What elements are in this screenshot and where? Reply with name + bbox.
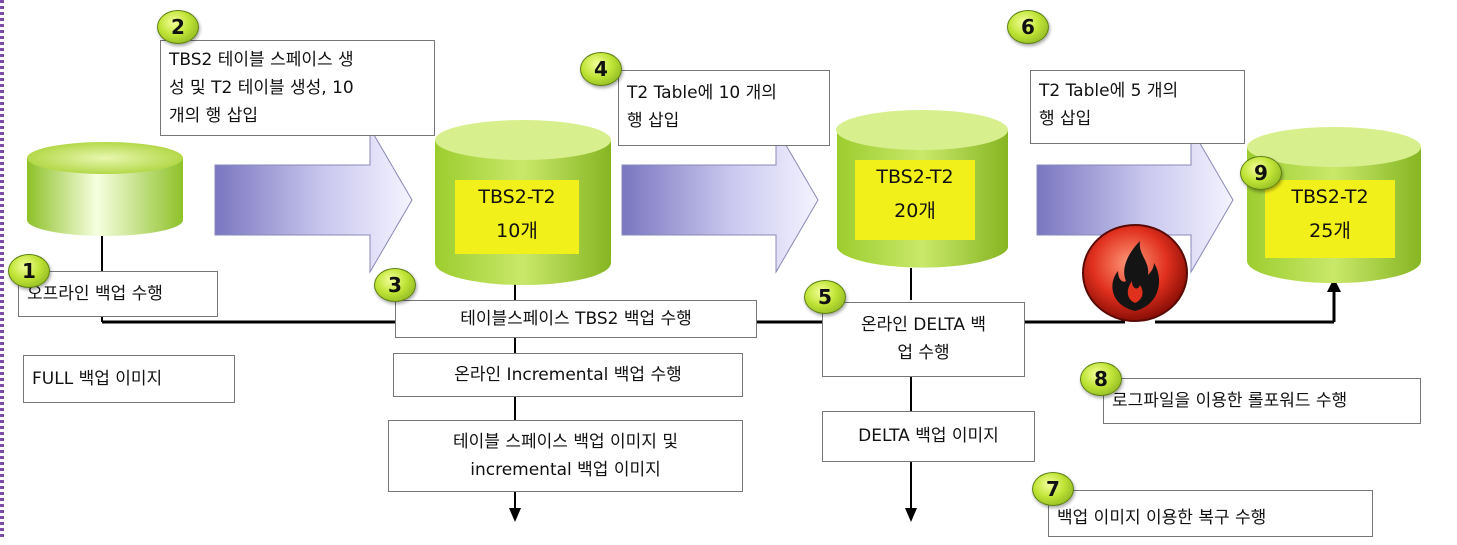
step2-box: TBS2 테이블 스페이스 생 성 및 T2 테이블 생성, 10 개의 행 삽… — [160, 40, 435, 136]
db3-label: TBS2-T2 20개 — [855, 160, 975, 240]
db3-label-line1: TBS2-T2 — [876, 166, 954, 188]
col5-down-arrowhead — [905, 508, 917, 522]
online-incremental-text: 온라인 Incremental 백업 수행 — [454, 365, 682, 385]
step7-box: 백업 이미지 이용한 복구 수행 — [1048, 490, 1373, 537]
step2-line2: 성 및 T2 테이블 생성, 10 — [169, 78, 354, 98]
step8-box: 로그파일을 이용한 롤포워드 수행 — [1103, 378, 1421, 424]
db3-label-line2: 20개 — [894, 200, 936, 222]
flow-arrow-2 — [621, 126, 819, 274]
db4-label: TBS2-T2 25개 — [1265, 180, 1395, 258]
step3-text: 테이블스페이스 TBS2 백업 수행 — [460, 309, 692, 329]
step6-box: T2 Table에 5 개의 행 삽입 — [1030, 70, 1245, 144]
flow-arrow-1 — [214, 126, 413, 274]
step6-badge: 6 — [1007, 10, 1049, 44]
step5-box: 온라인 DELTA 백 업 수행 — [822, 302, 1025, 377]
db2-label-line2: 10개 — [496, 220, 538, 242]
step6-line1: T2 Table에 5 개의 — [1039, 81, 1179, 101]
db4-label-line2: 25개 — [1309, 220, 1351, 242]
step2-line3: 개의 행 삽입 — [169, 106, 259, 126]
timeline-up-arrowhead — [1327, 278, 1341, 292]
step6-line2: 행 삽입 — [1039, 109, 1092, 129]
step5-line2: 업 수행 — [897, 343, 950, 363]
database-icon-1 — [27, 142, 183, 236]
step8-badge: 8 — [1080, 362, 1122, 396]
left-dotted-border — [0, 0, 4, 537]
step3-badge: 3 — [374, 268, 416, 302]
step2-badge: 2 — [157, 10, 199, 44]
delta-image-box: DELTA 백업 이미지 — [822, 411, 1035, 462]
delta-image-text: DELTA 백업 이미지 — [858, 426, 999, 446]
step1-text: 오프라인 백업 수행 — [27, 284, 163, 304]
col3-down-arrowhead — [509, 508, 521, 522]
step2-line1: TBS2 테이블 스페이스 생 — [169, 50, 354, 70]
step4-line2: 행 삽입 — [627, 111, 680, 131]
step8-text: 로그파일을 이용한 롤포워드 수행 — [1112, 391, 1348, 411]
step1-badge: 1 — [8, 254, 50, 288]
step1-box: 오프라인 백업 수행 — [18, 271, 218, 317]
step3-box: 테이블스페이스 TBS2 백업 수행 — [395, 300, 757, 338]
step4-box: T2 Table에 10 개의 행 삽입 — [618, 70, 830, 146]
full-image-box: FULL 백업 이미지 — [23, 355, 235, 403]
db2-label: TBS2-T2 10개 — [455, 180, 579, 254]
failure-fire-icon — [1082, 224, 1188, 322]
full-image-text: FULL 백업 이미지 — [32, 369, 163, 389]
step4-badge: 4 — [580, 52, 622, 86]
step4-line1: T2 Table에 10 개의 — [627, 83, 777, 103]
ts-incremental-image-line1: 테이블 스페이스 백업 이미지 및 — [453, 432, 678, 452]
step7-text: 백업 이미지 이용한 복구 수행 — [1057, 508, 1267, 528]
step5-badge: 5 — [804, 280, 846, 314]
flow-arrow-3 — [1036, 126, 1234, 274]
ts-incremental-image-line2: incremental 백업 이미지 — [470, 460, 661, 480]
db4-label-line1: TBS2-T2 — [1291, 186, 1369, 208]
step7-badge: 7 — [1032, 472, 1074, 506]
step5-line1: 온라인 DELTA 백 — [860, 315, 987, 335]
online-incremental-box: 온라인 Incremental 백업 수행 — [393, 353, 743, 397]
step9-badge: 9 — [1240, 156, 1282, 190]
db2-label-line1: TBS2-T2 — [478, 186, 556, 208]
ts-incremental-image-box: 테이블 스페이스 백업 이미지 및 incremental 백업 이미지 — [388, 420, 743, 492]
